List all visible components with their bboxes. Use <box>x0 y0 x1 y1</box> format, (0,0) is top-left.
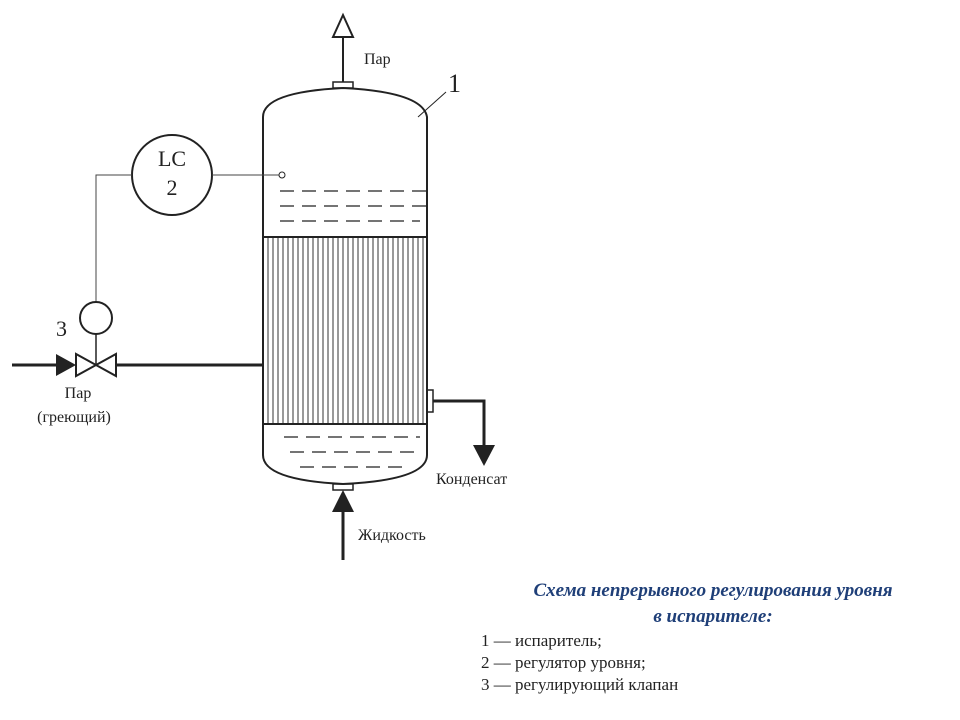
caption-title-line1: Схема непрерывного регулирования уровня <box>533 580 893 601</box>
steam-outlet-arrow-icon <box>331 12 355 38</box>
liquid-level-lines-bottom <box>284 436 420 468</box>
controller-tag: LC <box>158 146 186 171</box>
condensate-outlet <box>426 389 495 466</box>
steam-outlet <box>331 12 355 89</box>
control-signal-line <box>95 174 132 302</box>
level-sensor-point <box>278 171 286 179</box>
heating-steam-label: Пар <box>65 385 92 402</box>
liquid-inlet-arrow-icon <box>332 490 354 512</box>
valve-number: 3 <box>56 316 67 341</box>
flow-direction-arrow-icon <box>56 354 76 376</box>
evaporator-vessel <box>262 86 428 486</box>
caption-item-control-valve: 3 — регулирующий клапан <box>481 675 679 694</box>
caption-item-level-controller: 2 — регулятор уровня; <box>481 653 646 672</box>
tube-bundle <box>262 236 428 425</box>
valve-actuator <box>79 301 113 335</box>
caption-item-evaporator: 1 — испаритель; <box>481 631 602 650</box>
condensate-arrow-icon <box>473 445 495 466</box>
control-valve-left-icon <box>75 352 99 378</box>
controller-number: 2 <box>167 175 178 200</box>
steam-outlet-label: Пар <box>364 51 391 68</box>
liquid-label: Жидкость <box>358 527 426 544</box>
heating-steam-label-qualifier: (греющий) <box>37 409 111 426</box>
apparatus-number: 1 <box>448 69 461 98</box>
caption-title-line2: в испарителе: <box>653 606 773 627</box>
control-valve-right-icon <box>93 352 117 378</box>
condensate-label: Конденсат <box>436 471 507 488</box>
liquid-level-lines-top <box>280 190 427 222</box>
diagram-caption: Схема непрерывного регулирования уровня … <box>478 578 948 696</box>
liquid-inlet <box>332 483 354 560</box>
apparatus-leader-line <box>417 91 447 118</box>
